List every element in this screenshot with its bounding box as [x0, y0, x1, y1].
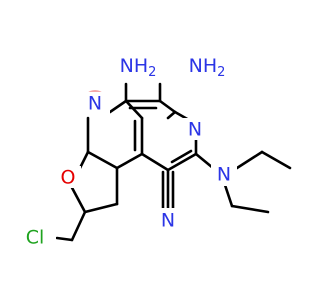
- bond: [170, 149, 193, 164]
- amine-left-label: NH2: [120, 55, 157, 80]
- molecule-structure: NH2 NH2 N N O N N Cl: [16, 52, 292, 250]
- bond: [230, 204, 270, 214]
- bond: [166, 110, 177, 120]
- bond: [55, 236, 74, 242]
- pyridine-nitrogen-right: N: [188, 119, 202, 141]
- diethylamino-nitrogen-label: N: [217, 164, 231, 186]
- bond: [260, 150, 292, 170]
- nitrile-nitrogen-label: N: [161, 210, 175, 232]
- bond: [223, 183, 234, 208]
- bonds: [55, 82, 292, 242]
- bond: [235, 150, 264, 170]
- bond: [166, 152, 198, 172]
- bond: [86, 150, 119, 170]
- bond: [194, 152, 215, 170]
- pyridine-nitrogen-left: N: [88, 93, 102, 115]
- bond: [115, 152, 144, 170]
- bond: [158, 99, 177, 114]
- atom-label-backgrounds: [16, 52, 238, 250]
- bond: [68, 182, 87, 214]
- ring-oxygen-label: O: [61, 167, 76, 189]
- bond: [70, 210, 87, 242]
- chlorine-label: Cl: [26, 227, 45, 249]
- bond: [124, 99, 144, 120]
- amine-right-label: NH2: [189, 55, 226, 80]
- bond: [108, 99, 128, 114]
- bond: [140, 152, 170, 172]
- bond: [83, 202, 119, 214]
